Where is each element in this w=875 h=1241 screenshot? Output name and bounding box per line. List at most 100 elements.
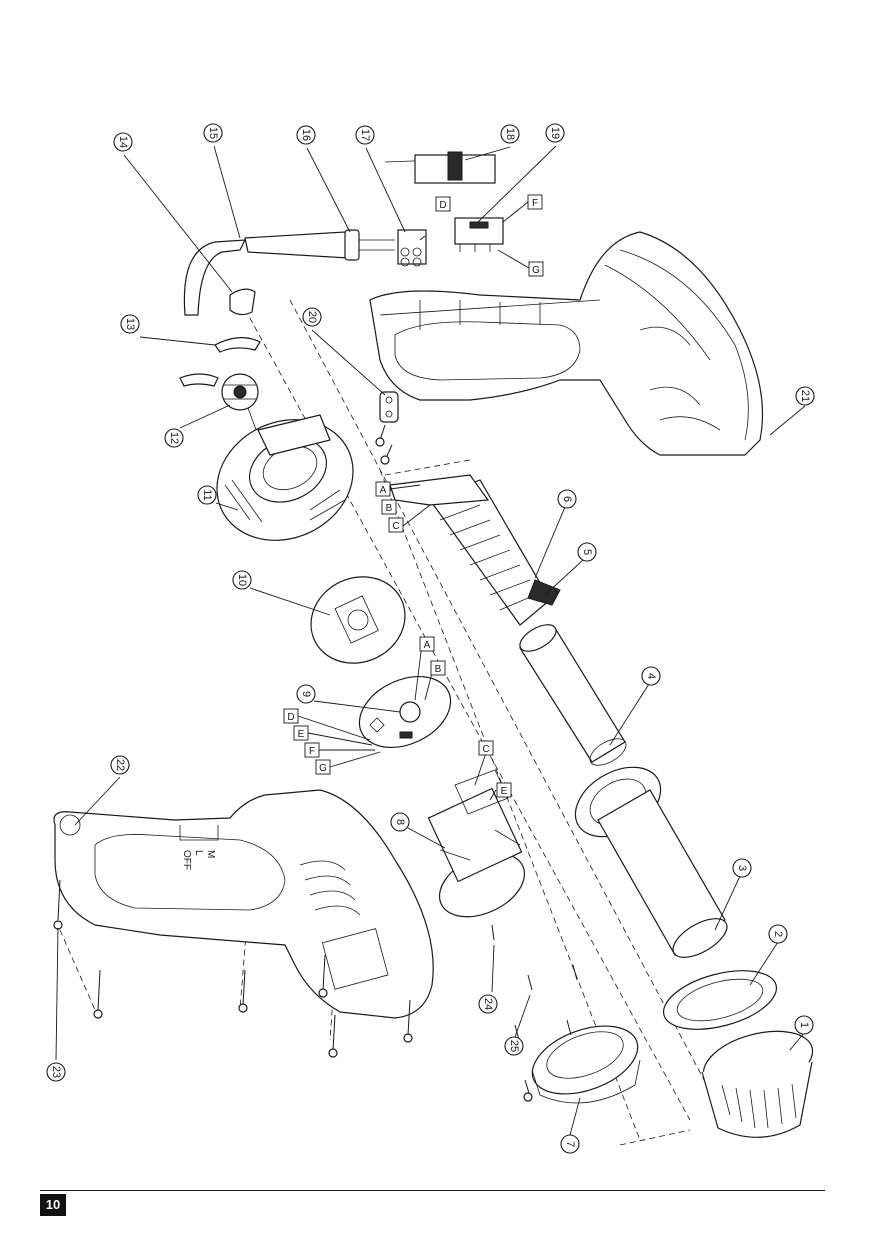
nozzle-guard — [701, 1030, 814, 1138]
svg-text:25: 25 — [508, 1040, 520, 1052]
switch-mark-m: M — [205, 850, 216, 858]
svg-text:C: C — [482, 744, 489, 755]
callout-15: 15 — [203, 123, 223, 143]
callout-20: 20 — [302, 307, 322, 327]
slide-switch — [454, 217, 504, 252]
svg-text:12: 12 — [168, 432, 180, 444]
letter-box-harness-b: B — [381, 499, 397, 515]
callout-7: 7 — [560, 1134, 580, 1154]
switch-mark-l: L — [193, 850, 204, 856]
svg-text:5: 5 — [581, 549, 593, 555]
svg-text:D: D — [439, 200, 446, 211]
switch-mark-off: OFF — [181, 850, 192, 870]
leader-lines — [55, 145, 806, 1136]
letter-box-board-d: D — [283, 708, 299, 724]
callout-18: 18 — [500, 124, 520, 144]
svg-text:C: C — [392, 521, 399, 532]
svg-text:10: 10 — [236, 574, 248, 586]
svg-text:A: A — [380, 485, 387, 496]
svg-text:17: 17 — [359, 129, 371, 141]
circuit-board — [358, 676, 452, 748]
motor-screw — [491, 924, 495, 941]
part-callouts: 1 2 3 4 5 6 7 8 — [46, 123, 815, 1154]
letter-box-top-d: D — [435, 196, 451, 212]
svg-text:6: 6 — [561, 496, 573, 502]
svg-text:A: A — [424, 640, 431, 651]
svg-text:14: 14 — [117, 136, 129, 148]
letter-box-motor-c: C — [478, 740, 494, 756]
letter-box-board-a: A — [419, 636, 435, 652]
front-ring — [531, 1025, 641, 1104]
callout-3: 3 — [732, 858, 752, 878]
callout-5: 5 — [577, 542, 597, 562]
inner-tube — [519, 624, 627, 766]
letter-box-motor-e: E — [496, 782, 512, 798]
svg-text:9: 9 — [300, 691, 312, 697]
terminal-block — [397, 229, 427, 267]
letter-box-board-e: E — [293, 725, 309, 741]
svg-text:11: 11 — [201, 489, 213, 500]
svg-text:16: 16 — [300, 129, 312, 141]
callout-1: 1 — [794, 1015, 814, 1035]
callout-13: 13 — [120, 314, 140, 334]
nozzle-gasket — [662, 970, 778, 1030]
callout-17: 17 — [355, 125, 375, 145]
svg-text:23: 23 — [50, 1066, 62, 1078]
page-number: 10 — [40, 1194, 66, 1216]
letter-box-harness-c: C — [388, 517, 404, 533]
callout-21: 21 — [795, 386, 815, 406]
letter-box-board-f: F — [304, 742, 320, 758]
callout-19: 19 — [545, 123, 565, 143]
power-cord — [183, 229, 395, 316]
svg-text:7: 7 — [564, 1141, 576, 1147]
connection-letters: D F G A B C A B — [283, 194, 544, 798]
callout-10: 10 — [232, 570, 252, 590]
callout-22: 22 — [110, 755, 130, 775]
svg-text:G: G — [319, 763, 327, 774]
svg-text:G: G — [532, 265, 540, 276]
svg-text:F: F — [532, 198, 538, 209]
svg-text:20: 20 — [306, 311, 318, 323]
svg-text:3: 3 — [736, 865, 748, 871]
svg-text:13: 13 — [124, 318, 136, 330]
callout-23: 23 — [46, 1062, 66, 1082]
svg-text:B: B — [386, 503, 393, 514]
svg-text:D: D — [287, 712, 294, 723]
svg-text:21: 21 — [799, 390, 811, 402]
svg-text:24: 24 — [482, 998, 494, 1010]
fan-housing — [216, 414, 354, 541]
callout-16: 16 — [296, 125, 316, 145]
housing-screws — [53, 879, 413, 1058]
callout-14: 14 — [113, 132, 133, 152]
clamp-screws — [375, 424, 393, 465]
svg-text:22: 22 — [114, 759, 126, 771]
left-housing-shell — [53, 789, 434, 1019]
callout-11: 11 — [197, 485, 217, 505]
callout-24: 24 — [478, 994, 498, 1014]
callout-25: 25 — [504, 1036, 524, 1056]
svg-text:1: 1 — [798, 1022, 810, 1028]
letter-box-board-b: B — [430, 660, 446, 676]
callout-6: 6 — [557, 489, 577, 509]
outer-nozzle — [574, 766, 728, 958]
letter-box-harness-a: A — [375, 481, 391, 497]
svg-text:18: 18 — [504, 128, 516, 140]
letter-box-board-g: G — [315, 759, 331, 775]
switch-slider — [384, 151, 496, 184]
svg-text:F: F — [309, 746, 315, 757]
svg-text:15: 15 — [207, 127, 219, 139]
svg-text:2: 2 — [772, 931, 784, 937]
svg-text:8: 8 — [394, 819, 406, 825]
callout-2: 2 — [768, 924, 788, 944]
cord-clamp — [379, 391, 399, 423]
svg-text:4: 4 — [645, 673, 657, 679]
svg-text:E: E — [298, 729, 305, 740]
footer-rule — [40, 1190, 825, 1191]
element-lead-bracket — [389, 474, 490, 506]
fan — [310, 576, 406, 664]
svg-text:B: B — [435, 664, 442, 675]
callout-9: 9 — [296, 684, 316, 704]
motor — [427, 769, 526, 918]
letter-box-top-f: F — [527, 194, 543, 210]
